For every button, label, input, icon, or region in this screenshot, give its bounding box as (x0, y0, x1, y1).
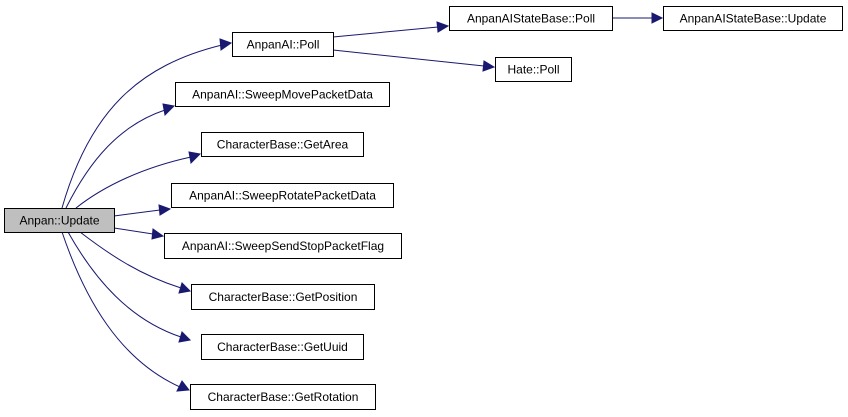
edge-arrow-sweep-rotate (158, 204, 172, 216)
node-label-get-area: CharacterBase::GetArea (217, 138, 349, 152)
edge-arrow-get-area (188, 151, 202, 165)
node-box-get-area[interactable] (201, 132, 364, 157)
edge-arrow-get-position (178, 282, 192, 294)
node-box-sweep-stop[interactable] (164, 233, 402, 259)
edge-arrow-get-rotation (176, 380, 190, 392)
edge-arrow-get-uuid (178, 331, 192, 343)
edge-update-to-get-position (79, 231, 182, 289)
node-box-get-uuid[interactable] (201, 334, 364, 360)
node-anpan-update: Anpan::Update (4, 208, 115, 233)
edge-update-to-get-rotation (61, 231, 181, 388)
edge-update-to-poll (61, 44, 223, 209)
edge-arrow-poll (219, 38, 233, 51)
node-box-hate-poll[interactable] (495, 57, 572, 82)
node-label-sweep-stop: AnpanAI::SweepSendStopPacketFlag (182, 239, 384, 253)
node-label-get-uuid: CharacterBase::GetUuid (217, 340, 348, 354)
edge-poll-to-hate-poll (332, 49, 485, 67)
edge-update-to-sweep-rotate (113, 209, 161, 217)
node-hate-poll[interactable]: Hate::Poll (495, 57, 572, 82)
node-box-get-rotation[interactable] (190, 384, 376, 410)
edge-arrow-hate-poll (482, 60, 496, 72)
node-sweep-rotate[interactable]: AnpanAI::SweepRotatePacketData (171, 183, 394, 208)
edge-poll-to-state-poll (332, 26, 439, 38)
edge-arrow-sweep-move (162, 103, 176, 117)
node-box-state-poll[interactable] (449, 6, 613, 31)
node-get-rotation[interactable]: CharacterBase::GetRotation (190, 384, 376, 410)
edges (61, 12, 664, 392)
node-label-sweep-move: AnpanAI::SweepMovePacketData (192, 88, 373, 102)
node-box-get-position[interactable] (191, 284, 375, 310)
node-label-anpanai-poll: AnpanAI::Poll (247, 38, 320, 52)
edge-arrow-state-update (651, 12, 664, 24)
edge-update-to-sweep-move (65, 109, 166, 209)
node-sweep-move[interactable]: AnpanAI::SweepMovePacketData (175, 82, 390, 107)
edge-update-to-get-area (75, 156, 192, 209)
node-box-anpan-update (4, 208, 115, 233)
node-label-anpan-update: Anpan::Update (19, 214, 99, 228)
node-label-sweep-rotate: AnpanAI::SweepRotatePacketData (189, 189, 376, 203)
node-get-uuid[interactable]: CharacterBase::GetUuid (201, 334, 364, 360)
node-label-state-poll: AnpanAIStateBase::Poll (467, 12, 595, 26)
node-state-update[interactable]: AnpanAIStateBase::Update (663, 6, 843, 31)
node-box-sweep-rotate[interactable] (171, 183, 394, 208)
node-get-area[interactable]: CharacterBase::GetArea (201, 132, 364, 157)
nodes: Anpan::Update AnpanAI::Poll AnpanAIState… (4, 6, 843, 410)
edge-arrow-state-poll (436, 21, 450, 33)
node-label-hate-poll: Hate::Poll (507, 63, 559, 77)
node-get-position[interactable]: CharacterBase::GetPosition (191, 284, 375, 310)
node-sweep-stop[interactable]: AnpanAI::SweepSendStopPacketFlag (164, 233, 402, 259)
node-label-get-rotation: CharacterBase::GetRotation (208, 390, 359, 404)
edge-arrow-sweep-stop (151, 228, 165, 240)
node-box-sweep-move[interactable] (175, 82, 390, 107)
node-box-anpanai-poll[interactable] (232, 32, 334, 57)
node-label-get-position: CharacterBase::GetPosition (209, 290, 358, 304)
edge-update-to-sweep-stop (113, 227, 154, 235)
edge-update-to-get-uuid (67, 231, 182, 338)
node-label-state-update: AnpanAIStateBase::Update (680, 12, 827, 26)
node-state-poll[interactable]: AnpanAIStateBase::Poll (449, 6, 613, 31)
node-anpanai-poll[interactable]: AnpanAI::Poll (232, 32, 334, 57)
node-box-state-update[interactable] (663, 6, 843, 31)
